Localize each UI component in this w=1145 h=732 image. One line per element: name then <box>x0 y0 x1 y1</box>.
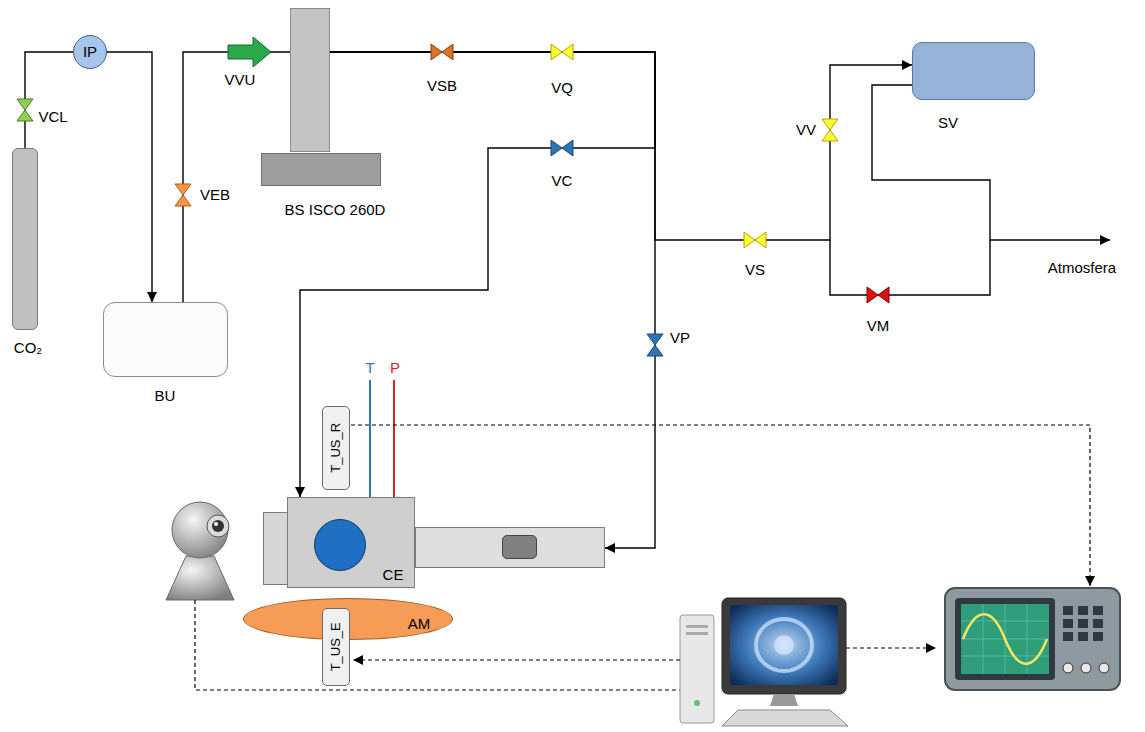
valve-symbol <box>867 287 889 303</box>
check-valve-symbol <box>228 37 271 67</box>
node-label: CE <box>383 566 404 584</box>
syringe-pump: BS ISCO 260D <box>290 8 330 152</box>
valve-symbol <box>647 334 663 356</box>
key <box>1063 632 1073 641</box>
valve-label: VEB <box>200 186 230 204</box>
key <box>1078 632 1088 641</box>
oscilloscope-body <box>945 588 1120 690</box>
valve-symbol <box>822 119 838 141</box>
temperature-probe <box>369 380 371 497</box>
vent-pipe <box>872 85 1110 240</box>
oscilloscope-bezel <box>955 598 1055 680</box>
piston <box>502 535 537 559</box>
node-label: BS ISCO 260D <box>285 201 386 219</box>
valve-symbol <box>551 140 573 156</box>
knob <box>1099 663 1109 673</box>
valve-label: VQ <box>551 79 573 97</box>
signal-wire <box>351 425 1090 586</box>
node-label: AM <box>408 615 431 633</box>
sine-trace <box>963 614 1047 664</box>
key <box>1063 606 1073 615</box>
valve-label: VCL <box>38 108 67 126</box>
valve-symbol <box>17 99 33 121</box>
knob <box>1081 663 1091 673</box>
pipe-line <box>330 52 655 548</box>
screen-image <box>774 635 794 655</box>
valve-symbol <box>175 184 191 206</box>
key <box>1093 632 1103 641</box>
valve-label: VV <box>796 121 816 139</box>
cell-cap <box>263 512 288 585</box>
pipe-line <box>107 52 152 302</box>
buffer-vessel: BU <box>103 302 228 377</box>
valve-symbol <box>431 44 453 60</box>
node-label: SV <box>938 114 958 132</box>
transducer-label: T_US_E <box>328 622 344 671</box>
key <box>1063 619 1073 628</box>
pipe-line <box>330 52 912 240</box>
monitor-stand <box>770 694 798 706</box>
signal-wire <box>353 659 680 660</box>
camera-lens <box>212 520 224 532</box>
key <box>1093 619 1103 628</box>
valve-label: VS <box>745 261 765 279</box>
valve-label: VC <box>552 172 573 190</box>
camera-head <box>172 502 228 558</box>
keyboard <box>722 710 848 726</box>
key <box>1078 606 1088 615</box>
drive-slot <box>686 632 708 635</box>
signal-wire <box>846 647 936 648</box>
node-label: CO₂ <box>14 339 42 357</box>
oscilloscope-screen <box>961 604 1049 674</box>
sensor-label: T <box>365 359 374 377</box>
node-label: BU <box>155 387 176 405</box>
pressure-indicator: IP <box>73 35 107 69</box>
valve-label: VVU <box>225 71 256 89</box>
pipe-line <box>300 52 655 497</box>
lens-glint <box>214 522 218 526</box>
node-label: IP <box>83 43 97 61</box>
ultrasonic-transducer: T_US_R <box>322 406 350 490</box>
power-led <box>694 700 700 706</box>
gas-cylinder: CO₂ <box>12 148 38 330</box>
screen-grid <box>961 604 1049 674</box>
transducer-label: T_US_R <box>328 423 344 473</box>
key <box>1078 619 1088 628</box>
valve-label: VP <box>670 329 690 347</box>
key <box>1093 606 1103 615</box>
valve-label: VSB <box>427 77 457 95</box>
camera-lens <box>207 515 229 537</box>
outlet-label: Atmosfera <box>1048 259 1116 277</box>
equilibrium-cell: CE <box>263 497 605 588</box>
monitor-frame <box>722 598 846 694</box>
pressure-probe <box>393 380 395 497</box>
valve-label: VM <box>867 317 890 335</box>
pc-tower <box>680 615 714 723</box>
camera-stand <box>166 556 234 600</box>
bypass-pipe <box>830 240 990 295</box>
valve-symbol <box>744 232 766 248</box>
sensor-label: P <box>390 359 400 377</box>
knob <box>1063 663 1073 673</box>
drive-slot <box>686 625 708 628</box>
screen-image <box>756 619 812 671</box>
pump-base <box>261 153 381 186</box>
storage-vessel: SV <box>912 42 1035 100</box>
ultrasonic-transducer: T_US_E <box>322 608 350 686</box>
sapphire-window <box>314 519 366 571</box>
keypad <box>1063 606 1103 641</box>
valve-symbol <box>551 44 573 60</box>
monitor-screen <box>730 605 838 685</box>
